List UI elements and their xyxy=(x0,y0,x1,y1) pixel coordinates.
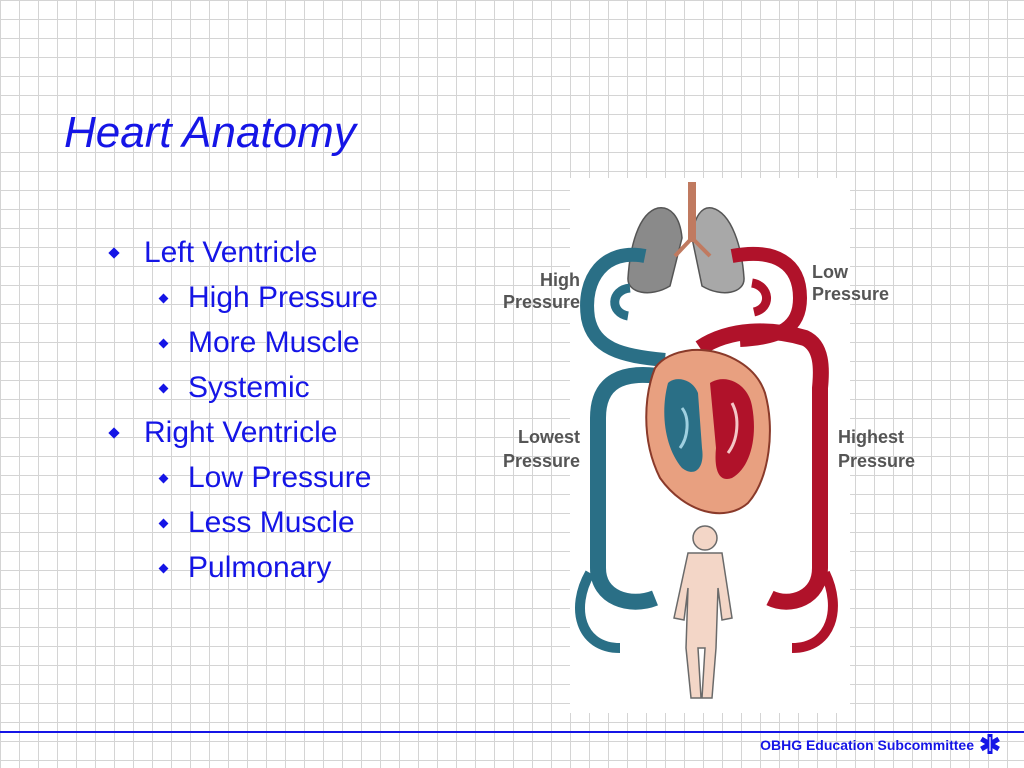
human-body-illustration xyxy=(673,525,733,699)
bullet-text: High Pressure xyxy=(188,281,379,314)
highest-pressure-label-line2: Pressure xyxy=(838,451,915,471)
footer-text: OBHG Education Subcommittee xyxy=(760,737,974,753)
bullet-item: Left Ventricle xyxy=(108,230,378,275)
star-of-life-icon xyxy=(980,734,1000,754)
footer-divider xyxy=(0,731,1024,733)
high-pressure-label-line2: Pressure xyxy=(503,292,580,312)
lowest-pressure-label-line1: Lowest xyxy=(518,427,580,447)
bullet-text: Less Muscle xyxy=(188,506,355,539)
sub-bullet-item: More Muscle xyxy=(108,320,378,365)
lowest-pressure-label-line2: Pressure xyxy=(503,451,580,471)
bullet-text: Left Ventricle xyxy=(144,236,318,269)
high-pressure-label-line1: High xyxy=(540,270,580,290)
bullet-text: Systemic xyxy=(188,371,310,404)
diamond-bullet-icon xyxy=(108,427,120,439)
low-pressure-label-line2: Pressure xyxy=(812,284,889,304)
systemic-circuit xyxy=(575,323,838,653)
circulation-diagram-svg: High Pressure Low Pressure Lowest Pressu… xyxy=(503,178,915,713)
sub-bullet-item: Less Muscle xyxy=(108,500,378,545)
sub-bullet-item: High Pressure xyxy=(108,275,378,320)
pressure-labels: High Pressure Low Pressure Lowest Pressu… xyxy=(503,262,915,471)
bullet-item: Right Ventricle xyxy=(108,410,378,455)
lungs-illustration xyxy=(627,182,745,294)
diamond-bullet-icon xyxy=(158,383,169,394)
bullet-list: Left Ventricle High Pressure More Muscle… xyxy=(108,230,378,590)
circulation-diagram: High Pressure Low Pressure Lowest Pressu… xyxy=(470,178,950,713)
bullet-text: Low Pressure xyxy=(188,461,372,494)
sub-bullet-item: Systemic xyxy=(108,365,378,410)
diamond-bullet-icon xyxy=(158,473,169,484)
diamond-bullet-icon xyxy=(158,563,169,574)
slide-title: Heart Anatomy xyxy=(64,108,356,157)
bullet-text: Right Ventricle xyxy=(144,416,338,449)
diamond-bullet-icon xyxy=(158,293,169,304)
diamond-bullet-icon xyxy=(158,518,169,529)
highest-pressure-label-line1: Highest xyxy=(838,427,904,447)
diamond-bullet-icon xyxy=(158,338,169,349)
sub-bullet-item: Low Pressure xyxy=(108,455,378,500)
diamond-bullet-icon xyxy=(108,247,120,259)
bullet-text: More Muscle xyxy=(188,326,360,359)
low-pressure-label-line1: Low xyxy=(812,262,849,282)
heart-illustration xyxy=(645,348,771,515)
sub-bullet-item: Pulmonary xyxy=(108,545,378,590)
bullet-text: Pulmonary xyxy=(188,551,332,584)
